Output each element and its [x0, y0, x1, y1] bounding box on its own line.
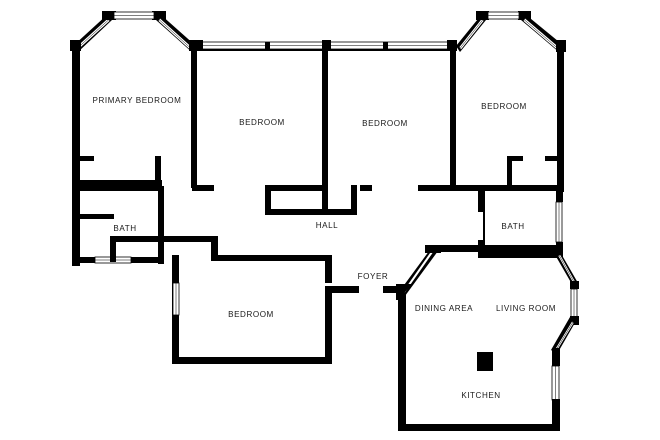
wall-bed4-closet-left: [507, 156, 512, 186]
window-primary-bay-nw-mullion: [76, 19, 110, 49]
wall-dining-west: [398, 286, 406, 431]
wall-primary-closet-top: [72, 156, 94, 161]
wall-bed5-east-upper: [325, 255, 332, 283]
room-label-hall: HALL: [316, 221, 338, 230]
wall-primary-closet-bottom: [72, 180, 162, 186]
wall-hall-pocket-bottom: [265, 209, 357, 215]
wall-north-corner-left: [193, 40, 203, 51]
window-bed4-bay-ne-mullion: [523, 19, 559, 49]
wall-living-bay-corner-ne: [553, 245, 562, 255]
window-living-bay-upper-mullion: [558, 254, 575, 283]
window-bath-right-west-opening: [478, 212, 483, 240]
wall-bath-right-south: [478, 252, 562, 258]
wall-bed5-east-lower: [325, 290, 332, 364]
wall-dining-bay-corner-top: [425, 245, 441, 253]
room-label-primary-bedroom: PRIMARY BEDROOM: [93, 96, 182, 105]
window-bed4-bay-nw-mullion: [459, 19, 484, 49]
wall-greatroom-north: [437, 245, 559, 252]
wall-bed4-closet-top: [507, 156, 523, 161]
wall-hall-pocket-right: [351, 185, 357, 215]
window-living-bay-lower-mullion: [555, 321, 574, 351]
room-label-bedroom-3: BEDROOM: [362, 119, 408, 128]
wall-hall-north-d: [360, 185, 372, 191]
wall-bed4-closet-right: [545, 156, 559, 161]
window-primary-bay-ne-mullion: [158, 19, 192, 49]
wall-living-east-lower: [552, 399, 560, 431]
wall-bath-left-east: [158, 186, 164, 264]
wall-hall-pocket-left: [265, 185, 271, 215]
wall-foyer-south-left: [325, 286, 359, 293]
wall-living-bay-corner-mid-top: [570, 281, 579, 289]
wall-bath-left-west: [72, 185, 79, 263]
wall-primary-bay-corner-sw: [70, 40, 81, 51]
room-label-living-room: LIVING ROOM: [496, 304, 556, 313]
room-label-bedroom-5: BEDROOM: [228, 310, 274, 319]
wall-bed5-south: [172, 357, 332, 364]
wall-primary-closet-right: [155, 156, 161, 190]
wall-hall-north-b: [192, 185, 214, 191]
wall-kitchen-south: [398, 424, 560, 431]
wall-group: [70, 11, 579, 431]
room-label-bedroom-4: BEDROOM: [481, 102, 527, 111]
wall-bath-left-interior: [72, 214, 114, 219]
wall-bed4-bay-corner-left: [476, 11, 489, 20]
wall-hall-north-c: [265, 185, 327, 191]
wall-hall-north-a: [72, 185, 162, 191]
room-label-bath-left: BATH: [113, 224, 136, 233]
room-label-foyer: FOYER: [358, 272, 389, 281]
wall-hall-north-e: [418, 185, 478, 191]
wall-dining-bay-corner-bottom: [396, 284, 412, 300]
room-label-group: PRIMARY BEDROOM BEDROOM BEDROOM BEDROOM …: [93, 96, 556, 400]
wall-divider-bed2-bed3: [322, 45, 328, 215]
wall-bed4-east: [557, 46, 564, 192]
wall-living-east-upper: [552, 348, 560, 366]
wall-foyer-south-right: [383, 286, 405, 293]
wall-bed5-west-upper: [211, 236, 218, 258]
wall-divider-primary-bed2: [191, 42, 197, 188]
room-label-kitchen: KITCHEN: [461, 391, 500, 400]
window-north-mullion-3: [383, 42, 388, 49]
room-label-bath-right: BATH: [501, 222, 524, 231]
room-label-bedroom-2: BEDROOM: [239, 118, 285, 127]
wall-divider-bed3-bed4: [450, 45, 456, 190]
wall-bed5-nw-connector: [110, 236, 116, 262]
wall-primary-bay-corner-left: [102, 11, 116, 20]
kitchen-island: [477, 352, 493, 371]
wall-primary-west: [72, 42, 80, 266]
wall-bath-right-north: [478, 185, 562, 191]
wall-bath-right-east: [556, 186, 563, 202]
window-north-mullion-1: [265, 42, 270, 49]
wall-bed5-north: [110, 236, 218, 242]
room-label-dining-area: DINING AREA: [415, 304, 473, 313]
wall-bed5-north-right: [211, 255, 331, 261]
